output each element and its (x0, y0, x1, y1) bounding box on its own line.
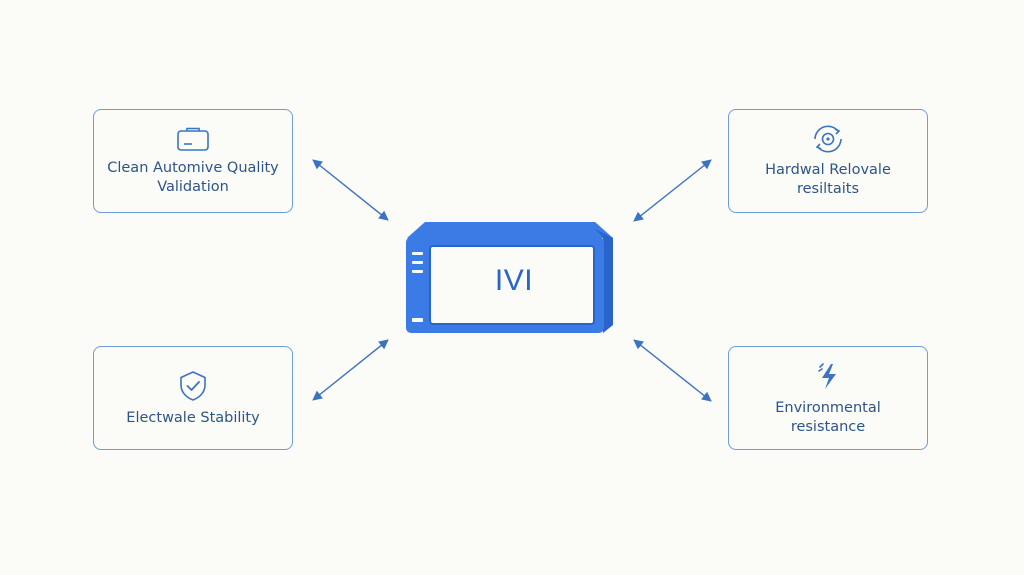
arrow-bottom-left (312, 339, 389, 401)
card-hardware-reliability: Hardwal Relovale resiltaits (728, 109, 928, 213)
card-electrical-stability: Electwale Stability (93, 346, 293, 450)
card-label: Clean Automive Quality Validation (107, 160, 279, 195)
card-label: Hardwal Relovale resiltaits (765, 162, 891, 197)
arrow-bottom-right (633, 339, 712, 402)
ivi-label: IVI (494, 264, 534, 297)
briefcase-icon (175, 125, 211, 153)
arrow-top-left (312, 159, 389, 221)
arrow-top-right (633, 159, 712, 222)
card-environmental-resistance: Environmental resistance (728, 346, 928, 450)
gear-cycle-icon (810, 123, 846, 155)
card-label: Electwale Stability (126, 409, 260, 426)
ivi-device: IVI (403, 221, 615, 335)
shield-check-icon (176, 369, 210, 403)
card-label: Environmental resistance (775, 400, 881, 435)
card-quality-validation: Clean Automive Quality Validation (93, 109, 293, 213)
lightning-icon (811, 359, 845, 393)
ivi-display-unit-icon (406, 222, 613, 333)
